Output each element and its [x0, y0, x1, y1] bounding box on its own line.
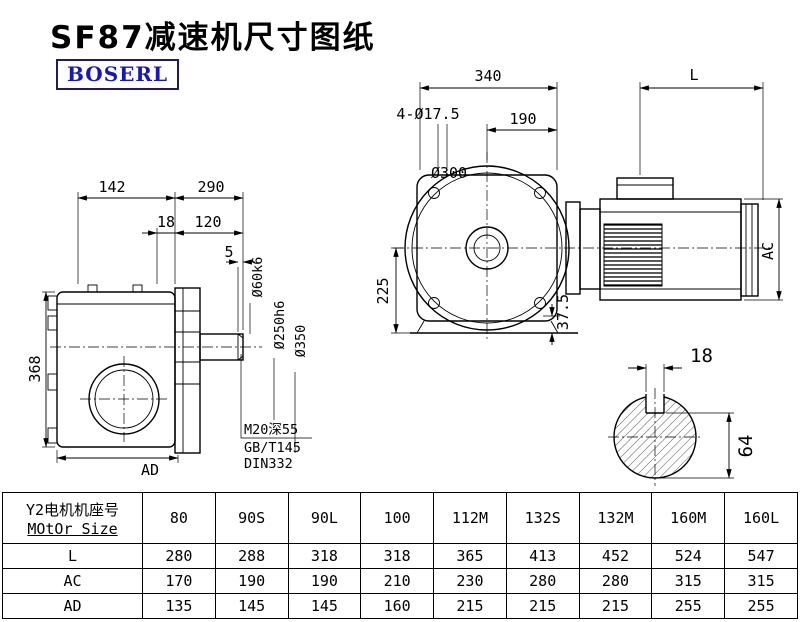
dim-18: 18: [157, 213, 175, 231]
table-cell: 170: [142, 568, 216, 594]
side-view: 142 290 18 120 5 368 AD: [26, 178, 312, 479]
dim-key-18: 18: [690, 345, 713, 367]
dim-ac: AC: [759, 242, 777, 260]
dim-37-5: 37.5: [554, 294, 572, 330]
bolt-hole: [428, 297, 440, 309]
dim-bolt-holes: 4-Ø17.5: [396, 105, 459, 123]
dim-290: 290: [197, 178, 224, 196]
bolt-hole: [428, 187, 440, 199]
gearbox-body: [56, 291, 176, 448]
table-cell: 280: [142, 543, 216, 569]
dim-368: 368: [26, 355, 44, 382]
table-cell: 315: [651, 568, 726, 594]
dia-flange-label: Ø350: [293, 325, 309, 358]
front-view: 340 L 4-Ø17.5 190 Ø300 225: [374, 66, 783, 345]
bolt-hole: [534, 297, 546, 309]
row-label: AD: [2, 593, 143, 619]
table-cell: 452: [578, 543, 653, 569]
motor-size-header: Y2电机机座号 MOtOr Size: [2, 492, 143, 544]
header-en: MOtOr Size: [27, 519, 118, 538]
size-col-header: 160L: [724, 492, 798, 544]
size-col-header: 80: [142, 492, 216, 544]
table-row-ac: AC 170 190 190 210 230 280 280 315 315: [2, 568, 798, 594]
table-cell: 365: [433, 543, 507, 569]
row-label: L: [2, 543, 143, 569]
table-cell: 230: [433, 568, 507, 594]
header-cn: Y2电机机座号: [25, 500, 120, 519]
dim-142: 142: [98, 178, 125, 196]
size-col-header: 100: [360, 492, 435, 544]
page-title: SF87减速机尺寸图纸: [50, 20, 376, 56]
dia-300-label: Ø300: [431, 164, 467, 182]
size-col-header: 132S: [505, 492, 580, 544]
table-cell: 288: [214, 543, 289, 569]
size-col-header: 132M: [578, 492, 653, 544]
table-cell: 145: [214, 593, 289, 619]
note-gb-standard: GB/T145: [244, 440, 301, 456]
dimension-table: Y2电机机座号 MOtOr Size 80 90S 90L 100 112M 1…: [2, 492, 798, 619]
table-cell: 280: [578, 568, 653, 594]
table-cell: 255: [724, 593, 798, 619]
table-row-ad: AD 135 145 145 160 215 215 215 255 255: [2, 593, 798, 619]
table-cell: 524: [651, 543, 726, 569]
size-col-header: 90L: [287, 492, 362, 544]
table-cell: 255: [651, 593, 726, 619]
dim-340: 340: [474, 67, 501, 85]
dim-ad: AD: [141, 461, 159, 479]
table-row-l: L 280 288 318 318 365 413 452 524 547: [2, 543, 798, 569]
table-cell: 280: [505, 568, 580, 594]
dim-190: 190: [509, 110, 536, 128]
dia-shaft-label: Ø60k6: [250, 257, 266, 298]
bolt-hole: [534, 187, 546, 199]
size-col-header: 160M: [651, 492, 726, 544]
table-cell: 215: [433, 593, 507, 619]
dim-5: 5: [224, 243, 233, 261]
table-cell: 413: [505, 543, 580, 569]
brand-logo: BOSERL: [56, 59, 180, 90]
table-cell: 160: [360, 593, 435, 619]
dim-120: 120: [194, 213, 221, 231]
table-cell: 318: [287, 543, 362, 569]
terminal-box: [616, 177, 674, 200]
note-din-standard: DIN332: [244, 456, 293, 472]
table-cell: 315: [724, 568, 798, 594]
table-header-row: Y2电机机座号 MOtOr Size 80 90S 90L 100 112M 1…: [2, 492, 798, 544]
table-cell: 210: [360, 568, 435, 594]
dim-l: L: [689, 66, 698, 84]
size-col-header: 90S: [214, 492, 289, 544]
table-cell: 190: [214, 568, 289, 594]
size-col-header: 112M: [433, 492, 507, 544]
motor-fins: [603, 223, 663, 287]
shaft-section-view: 18 64: [608, 345, 757, 486]
dia-pilot-label: Ø250h6: [272, 301, 288, 350]
table-cell: 135: [142, 593, 216, 619]
fan-cowl: [740, 203, 759, 297]
table-cell: 215: [578, 593, 653, 619]
table-cell: 215: [505, 593, 580, 619]
dim-225: 225: [374, 277, 392, 304]
row-label: AC: [2, 568, 143, 594]
table-cell: 318: [360, 543, 435, 569]
dim-key-64: 64: [735, 435, 757, 458]
note-thread: M20深55: [244, 422, 298, 438]
output-flange: [174, 287, 201, 454]
table-cell: 190: [287, 568, 362, 594]
table-cell: 145: [287, 593, 362, 619]
table-cell: 547: [724, 543, 798, 569]
